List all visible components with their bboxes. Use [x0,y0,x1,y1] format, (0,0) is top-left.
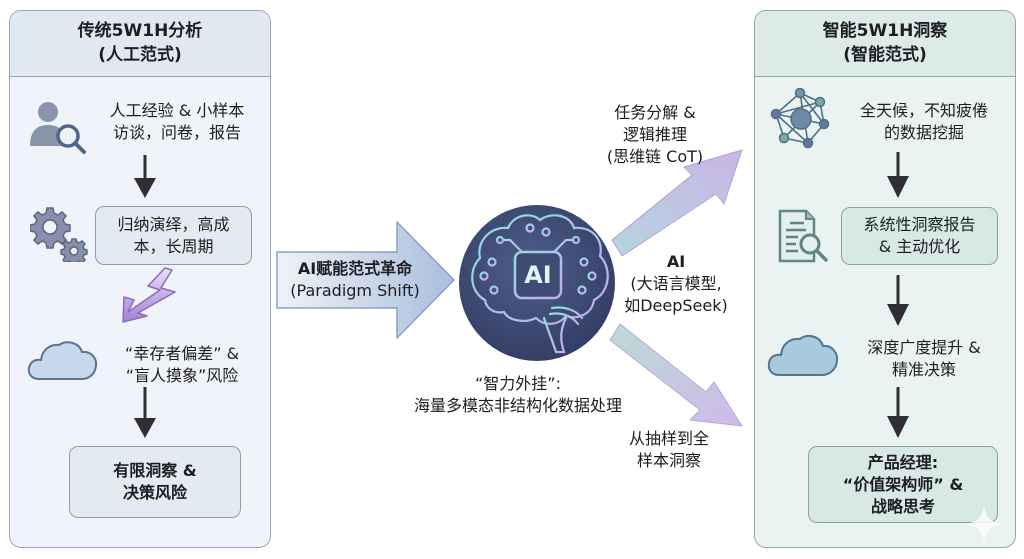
left-panel-title: 传统5W1H分析 [77,21,203,41]
left-panel-subtitle: (人工范式) [98,45,182,65]
right-step4-box: 产品经理: “价值架构师” & 战略思考 [808,446,998,523]
network-icon [770,88,832,150]
left-step2-box: 归纳演绎，高成 本，长周期 [95,206,252,265]
right-panel-title: 智能5W1H洞察 [822,21,948,41]
intelligence-plugin-label: “智力外挂”: 海量多模态非结构化数据处理 [413,374,622,415]
right-panel-subtitle: (智能范式) [843,45,927,65]
left-step1-text: 人工经验 & 小样本 访谈，问卷，报告 [109,101,245,142]
ai-badge: AI [524,261,552,289]
right-step1-text: 全天候，不知疲倦 的数据挖掘 [859,101,988,142]
lower-arrow-label: 从抽样到全 样本洞察 [628,429,709,470]
paradigm-shift-label: AI赋能范式革命 (Paradigm Shift) [290,259,420,300]
right-panel-header: 智能5W1H洞察 (智能范式) [755,11,1015,77]
upper-arrow-label: 任务分解 & 逻辑推理 (思维链 CoT) [606,103,704,166]
right-step2-box: 系统性洞察报告 & 主动优化 [841,207,998,265]
left-step3-text: “幸存者偏差” & “盲人摸象”风险 [124,344,240,385]
document-search-icon [776,208,834,264]
left-panel-header: 传统5W1H分析 (人工范式) [10,11,270,77]
left-step4-box: 有限洞察 & 决策风险 [69,446,241,518]
cloud-icon [27,338,99,382]
cloud-icon [767,332,839,378]
right-step3-text: 深度广度提升 & 精准决策 [867,338,981,379]
user-search-icon [28,98,86,156]
gears-icon [30,206,88,262]
ai-model-label: AI (大语言模型, 如DeepSeek) [624,252,728,315]
